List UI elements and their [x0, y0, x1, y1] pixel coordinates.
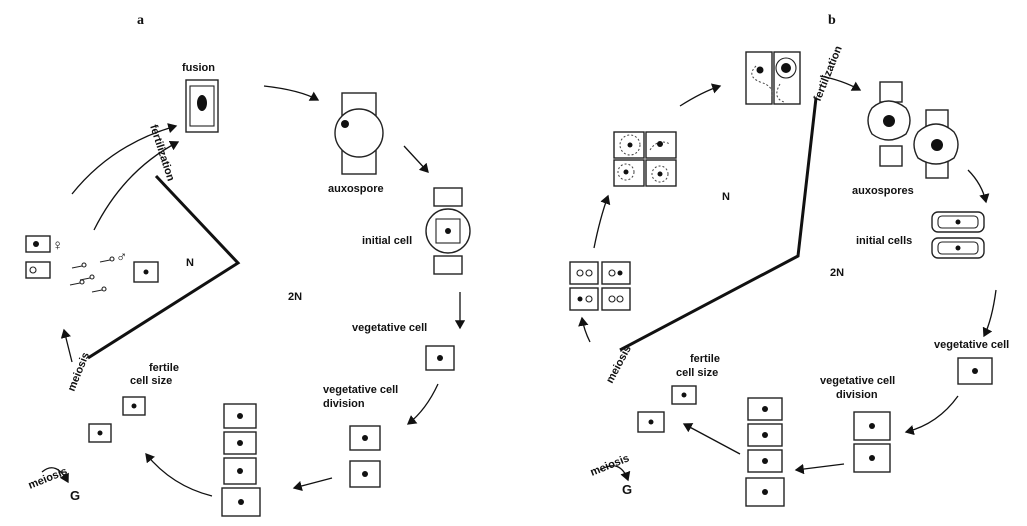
- fertile-cells-a: [89, 397, 145, 442]
- label-fertile-a-2: cell size: [130, 375, 172, 387]
- fusion-cell: [186, 80, 218, 132]
- label-n-b: N: [722, 191, 730, 203]
- arrow-fusion-auxospore: [264, 86, 318, 100]
- auxospore-cell: [335, 93, 383, 174]
- label-2n-b: 2N: [830, 267, 844, 279]
- label-vegetative-cell-b: vegetative cell: [934, 339, 1009, 351]
- panel-b-letter: b: [828, 13, 836, 28]
- label-initial-cells-b: initial cells: [856, 235, 912, 247]
- gametes-a: [26, 236, 158, 292]
- arrow-stack-fertile-a: [146, 454, 212, 496]
- label-g-a: G: [70, 488, 80, 503]
- arrow-meiosis-cells-b: [582, 318, 590, 342]
- label-fertile-b-2: cell size: [676, 367, 718, 379]
- initial-cells-b: [932, 212, 984, 258]
- label-meiosis-bottom-a: meiosis: [27, 465, 69, 491]
- cell-stack-a: [222, 404, 260, 516]
- initial-cell: [426, 188, 470, 274]
- arrow-mid-top-b: [680, 86, 720, 106]
- arrow-vegetative-division-a: [408, 384, 438, 424]
- arrow-meiosis-gametes-a: [64, 330, 72, 362]
- label-auxospore: auxospore: [328, 183, 384, 195]
- dividing-cells-a: [350, 426, 380, 487]
- panel-b: b: [570, 13, 1009, 506]
- label-g-b: G: [622, 482, 632, 497]
- arrow-division-stack-b: [796, 464, 844, 470]
- label-meiosis-diag-b: meiosis: [604, 344, 634, 386]
- label-veg-division-b-1: vegetative cell: [820, 375, 895, 387]
- label-veg-division-b-2: division: [836, 389, 878, 401]
- meiosis-cells-b: [570, 262, 630, 310]
- label-fertilization-b: fertilization: [812, 44, 845, 103]
- label-fertile-b-1: fertile: [690, 353, 720, 365]
- label-meiosis-diag-a: meiosis: [66, 351, 92, 393]
- vegetative-cell-a: [426, 346, 454, 370]
- label-initial-cell: initial cell: [362, 235, 412, 247]
- cell-stack-b: [746, 398, 784, 506]
- dividing-cells-b: [854, 412, 890, 472]
- arrow-auxospores-initial-b: [968, 170, 986, 202]
- arrow-auxospore-initial: [404, 146, 428, 172]
- label-veg-division-a-2: division: [323, 398, 365, 410]
- label-veg-division-a-1: vegetative cell: [323, 384, 398, 396]
- arrow-stack-fertile-b: [684, 424, 740, 454]
- male-symbol-a: ♂: [116, 249, 127, 266]
- panel-a-letter: a: [137, 13, 144, 28]
- label-fertile-a-1: fertile: [149, 362, 179, 374]
- female-symbol-a: ♀: [52, 237, 63, 254]
- label-2n-a: 2N: [288, 291, 302, 303]
- arrow-division-stack-a: [294, 478, 332, 488]
- arrow-initial-vegetative-b: [984, 290, 996, 336]
- gametangia-mid-b: [614, 132, 676, 186]
- label-fertilization-a: fertilization: [147, 123, 177, 183]
- arrow-cells-mid-b: [594, 196, 608, 248]
- label-n-a: N: [186, 257, 194, 269]
- arrow-vegetative-division-b: [906, 396, 958, 432]
- auxospores-b: [868, 82, 958, 178]
- label-auxospores-b: auxospores: [852, 185, 914, 197]
- label-vegetative-cell-a: vegetative cell: [352, 322, 427, 334]
- label-fusion: fusion: [182, 62, 215, 74]
- gametangia-top-b: [746, 52, 800, 104]
- panel-a: a fusion auxospore initial cell vegetati…: [26, 13, 470, 516]
- ploidy-boundary-a: [88, 176, 238, 358]
- vegetative-cell-b: [958, 358, 992, 384]
